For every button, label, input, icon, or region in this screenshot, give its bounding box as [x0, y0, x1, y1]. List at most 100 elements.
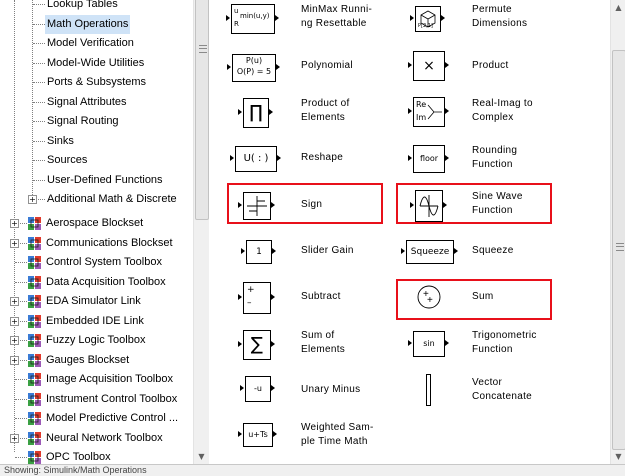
sine-wave-function-block[interactable]	[415, 190, 443, 222]
tree-connector	[33, 160, 45, 161]
port-arrow-icon	[226, 15, 230, 21]
sum-of-elements-block[interactable]: ∑	[243, 330, 271, 360]
unary-minus-label: Unary Minus	[301, 384, 361, 395]
tree-item-lookup-tables[interactable]: Lookup Tables	[47, 0, 118, 10]
tree-item-user-defined-functions[interactable]: User-Defined Functions	[47, 173, 163, 186]
tree-item-additional-math-discrete[interactable]: Additional Math & Discrete	[47, 193, 177, 205]
squeeze-label: Squeeze	[472, 245, 514, 256]
port-arrow-icon	[401, 248, 405, 254]
tree-item-model-wide-utilities[interactable]: Model-Wide Utilities	[47, 56, 145, 69]
product-block[interactable]: ×	[413, 51, 445, 81]
tree-item-aerospace-blockset[interactable]: Aerospace Blockset	[46, 217, 144, 229]
port-arrow-icon	[443, 202, 447, 208]
expand-icon[interactable]: +	[28, 195, 37, 204]
tree-item-embedded-ide-link[interactable]: Embedded IDE Link	[46, 314, 144, 327]
subtract-block[interactable]: + –	[243, 282, 271, 314]
tree-item-communications-blockset[interactable]: Communications Blockset	[46, 236, 173, 249]
port-arrow-icon	[238, 341, 242, 347]
port-arrow-icon	[227, 64, 231, 70]
tree-item-neural-network-toolbox[interactable]: Neural Network Toolbox	[46, 431, 163, 444]
tree-item-sources[interactable]: Sources	[47, 154, 88, 166]
block-pane-scroll-thumb[interactable]	[612, 50, 625, 450]
tree-item-opc-toolbox[interactable]: OPC Toolbox	[46, 451, 111, 463]
port-arrow-icon	[441, 15, 445, 21]
product-of-elements-block[interactable]: ∏	[243, 98, 269, 128]
port-arrow-icon	[271, 385, 275, 391]
toolbox-icon	[28, 295, 41, 308]
squeeze-block[interactable]: Squeeze	[406, 240, 454, 264]
permute-dimensions-block[interactable]: P[2,1]	[415, 6, 441, 32]
tree-connector	[33, 62, 45, 64]
block-pane[interactable]: u R min(u,y) MinMax Runni-ng Resettable …	[210, 0, 610, 464]
rounding-function-block[interactable]: floor	[413, 145, 445, 173]
tree-item-control-system-toolbox[interactable]: Control System Toolbox	[46, 256, 162, 268]
tree-item-signal-routing[interactable]: Signal Routing	[47, 115, 119, 127]
weighted-sample-time-math-block[interactable]: u+Ts	[243, 423, 273, 447]
tree-item-gauges-blockset[interactable]: Gauges Blockset	[46, 353, 130, 366]
vector-concatenate-block[interactable]	[422, 374, 434, 406]
merge-icon	[427, 104, 442, 120]
expand-icon[interactable]: +	[10, 219, 19, 228]
toolbox-icon	[28, 217, 41, 230]
minmax-port-u: u	[234, 7, 239, 15]
tree-item-model-verification[interactable]: Model Verification	[47, 37, 134, 49]
minmax-resettable-block[interactable]: u R min(u,y)	[231, 4, 275, 34]
sum-block[interactable]: + +	[411, 282, 447, 312]
minmax-glyph: min(u,y)	[240, 12, 270, 20]
expand-icon[interactable]: +	[10, 336, 19, 345]
sign-highlight-box	[227, 183, 383, 224]
scroll-down-icon[interactable]: ▼	[615, 452, 622, 461]
tree-scrollbar[interactable]: ▲ ▼	[193, 0, 209, 464]
tree-connector	[15, 340, 27, 341]
tree-connector	[33, 43, 45, 44]
sum-highlight-box	[396, 279, 552, 320]
polynomial-block[interactable]: P(u) O(P) = 5	[232, 54, 276, 82]
port-arrow-icon	[273, 431, 277, 437]
expand-icon[interactable]: +	[10, 355, 19, 365]
expand-icon[interactable]: +	[10, 433, 19, 443]
slider-gain-block[interactable]: 1	[246, 240, 272, 264]
port-arrow-icon	[241, 248, 245, 254]
expand-icon[interactable]: +	[10, 238, 19, 248]
unary-minus-block[interactable]: -u	[245, 376, 271, 402]
sum-label: Sum	[472, 291, 494, 302]
tree-connector	[33, 199, 45, 200]
port-arrow-icon	[272, 248, 276, 254]
tree-item-model-predictive-control[interactable]: Model Predictive Control ...	[46, 412, 179, 424]
port-arrow-icon	[275, 15, 279, 21]
tree-item-sinks[interactable]: Sinks	[47, 134, 74, 147]
port-arrow-icon	[408, 155, 412, 161]
real-imag-to-complex-block[interactable]: Re Im	[413, 97, 445, 127]
scroll-down-icon[interactable]: ▼	[198, 452, 205, 461]
tree-connector	[15, 301, 27, 302]
block-pane-scrollbar[interactable]: ▲ ▼	[610, 0, 625, 464]
toolbox-icon	[28, 236, 41, 250]
reshape-block[interactable]: U( : )	[235, 146, 277, 172]
expand-icon[interactable]: +	[10, 316, 19, 326]
toolbox-icon	[28, 392, 41, 406]
tree-item-signal-attributes[interactable]: Signal Attributes	[47, 95, 127, 108]
sign-block[interactable]	[243, 192, 271, 220]
polynomial-label: Polynomial	[301, 60, 353, 71]
tree-item-image-acquisition-toolbox[interactable]: Image Acquisition Toolbox	[46, 373, 173, 385]
tree-item-eda-simulator-link[interactable]: EDA Simulator Link	[46, 295, 141, 307]
tree-connector	[15, 418, 27, 419]
scroll-up-icon[interactable]: ▲	[615, 3, 622, 12]
port-arrow-icon	[445, 108, 449, 114]
expand-icon[interactable]: +	[10, 297, 19, 306]
tree-item-ports-subsystems[interactable]: Ports & Subsystems	[47, 76, 147, 88]
grip-icon	[199, 45, 207, 53]
tree-item-fuzzy-logic-toolbox[interactable]: Fuzzy Logic Toolbox	[46, 334, 146, 346]
tree-item-data-acquisition-toolbox[interactable]: Data Acquisition Toolbox	[46, 275, 166, 288]
trigonometric-function-block[interactable]: sin	[413, 331, 445, 357]
tree-item-instrument-control-toolbox[interactable]: Instrument Control Toolbox	[46, 392, 178, 405]
tree-connector	[33, 121, 45, 122]
tree-scroll-thumb[interactable]	[195, 0, 209, 220]
tree-item-math-operations[interactable]: Math Operations	[45, 14, 131, 34]
slider-gain-label: Slider Gain	[301, 245, 354, 256]
port-arrow-icon	[454, 248, 458, 254]
